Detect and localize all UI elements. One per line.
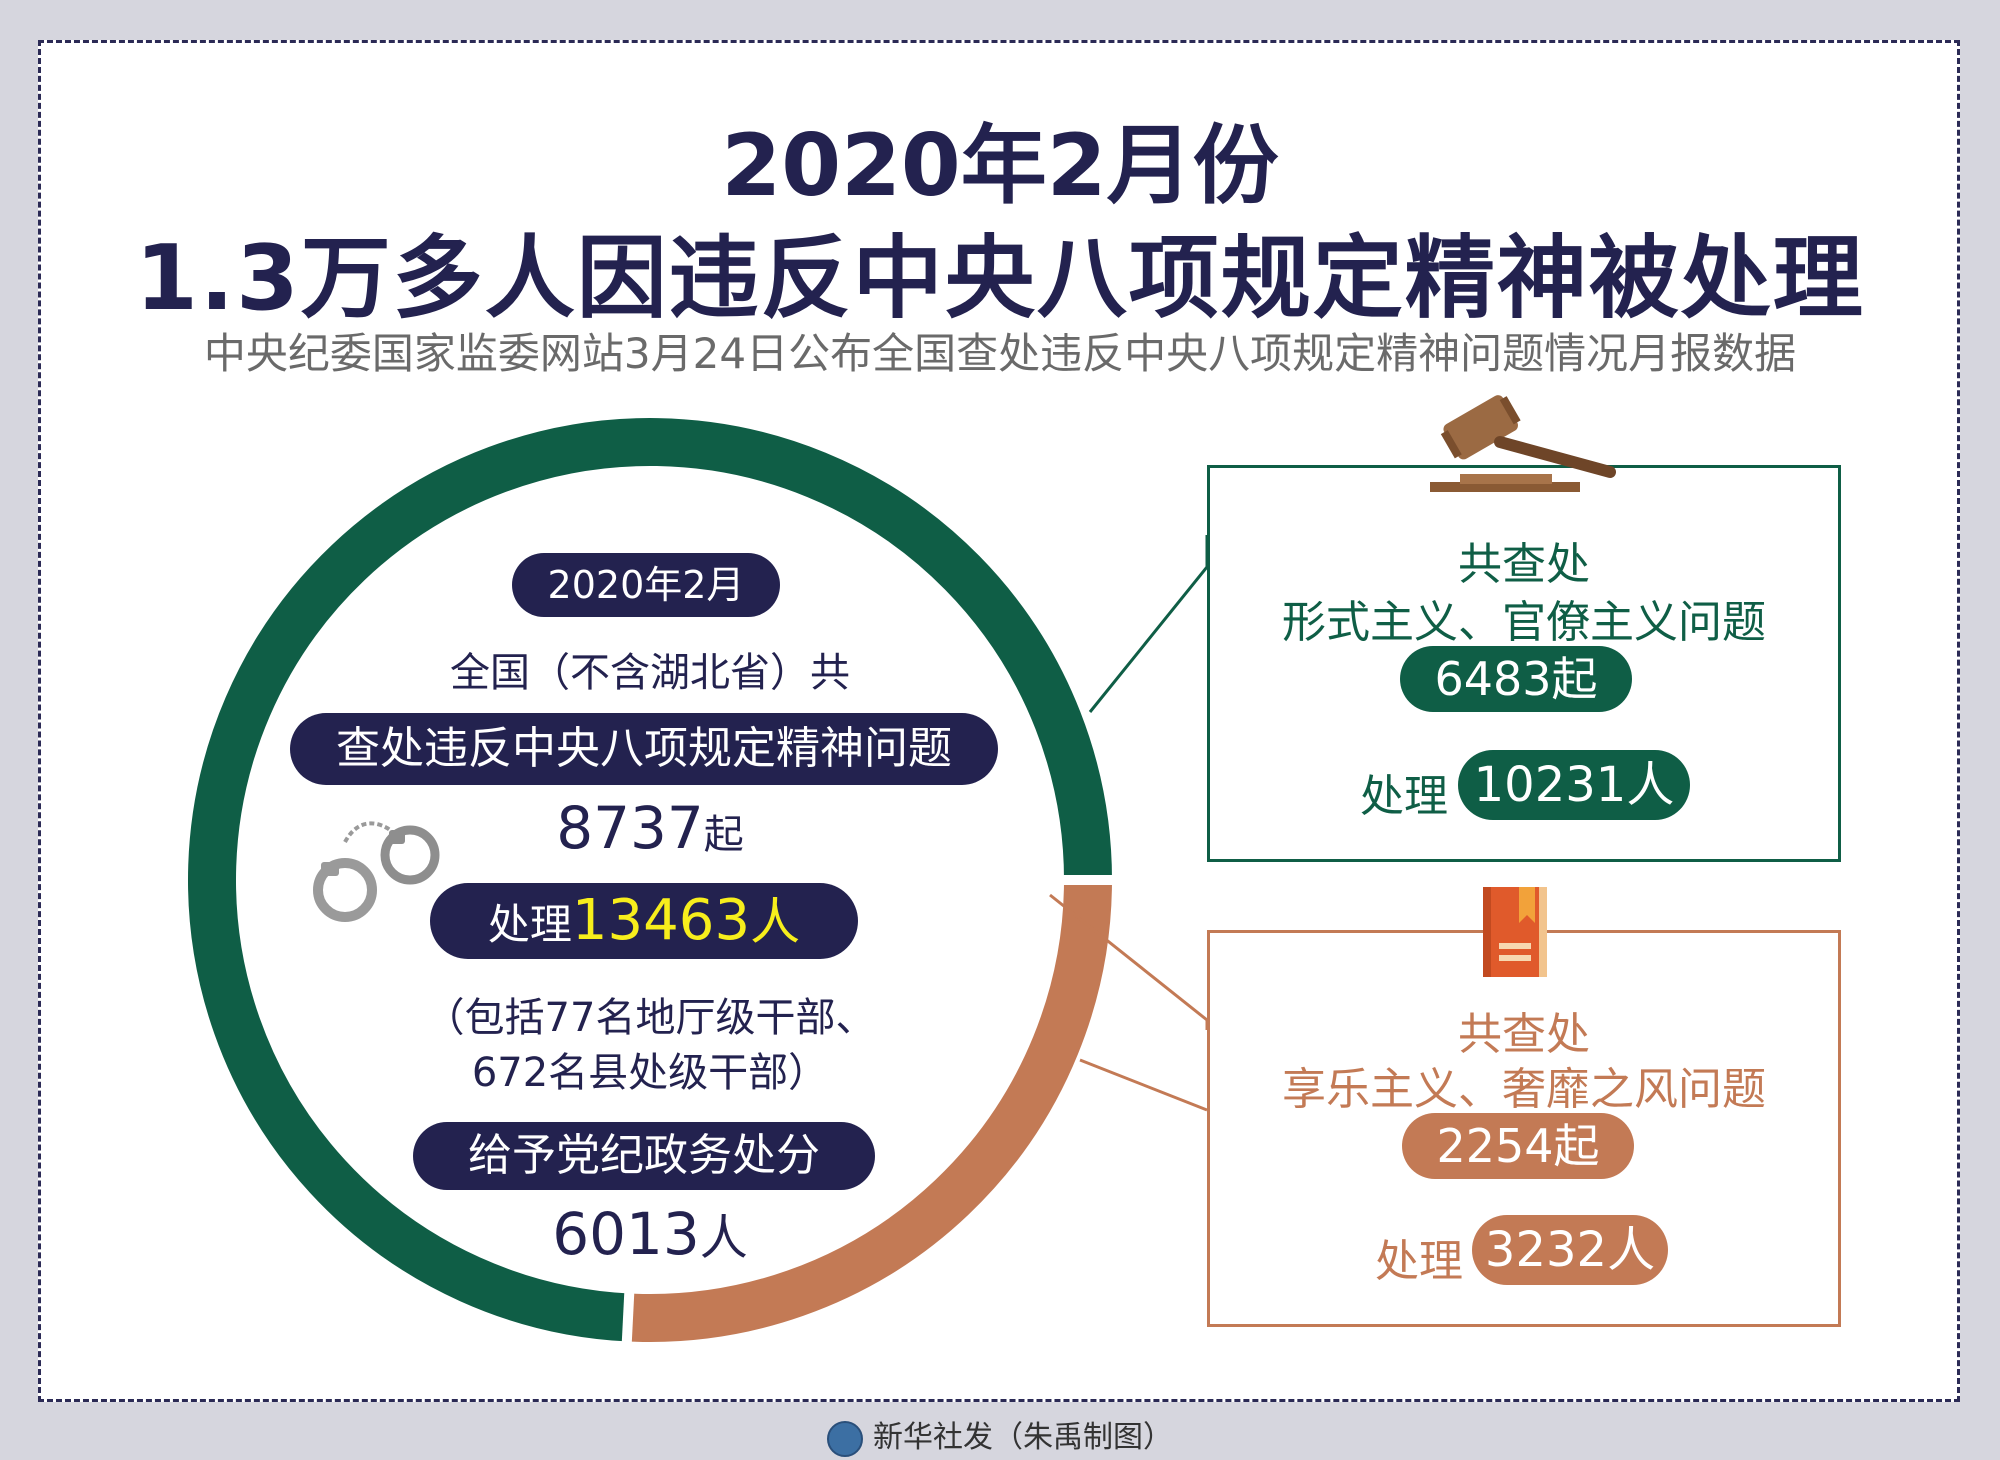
hedonism-handled-pill: 3232人	[1472, 1215, 1668, 1285]
connector-green	[1088, 535, 1209, 713]
discipline-pill: 给予党纪政务处分	[413, 1122, 875, 1190]
handled-unit: 人	[750, 893, 801, 951]
formalism-box: 共查处 形式主义、官僚主义问题 6483起 处理 10231人	[1207, 465, 1841, 862]
page-title-line2: 1.3万多人因违反中央八项规定精神被处理	[135, 226, 1865, 331]
hedonism-cases-pill: 2254起	[1402, 1113, 1634, 1179]
gavel-icon	[1430, 395, 1616, 492]
discipline-unit: 人	[699, 1210, 748, 1266]
handled-label: 处理	[487, 900, 572, 949]
hedonism-line1: 共查处	[1458, 1009, 1590, 1060]
donut-gap-1	[621, 1291, 635, 1344]
detail-line2: 672名县处级干部）	[471, 1050, 829, 1096]
formalism-line2: 形式主义、官僚主义问题	[1282, 597, 1766, 648]
problems-unit: 起	[703, 812, 744, 858]
formalism-handled-pill: 10231人	[1458, 750, 1690, 820]
donut-segment-formalism	[188, 418, 1112, 1342]
donut-segment-hedonism	[626, 879, 1112, 1342]
scope-text: 全国（不含湖北省）共	[450, 650, 850, 696]
handcuffs-icon	[313, 821, 440, 922]
formalism-line1: 共查处	[1458, 539, 1590, 590]
problems-pill: 查处违反中央八项规定精神问题	[290, 713, 998, 785]
page-title-line1: 2020年2月份	[721, 116, 1279, 216]
book-icon	[1483, 887, 1547, 977]
hedonism-handled-label: 处理	[1375, 1236, 1463, 1287]
discipline-count: 6013	[552, 1200, 700, 1268]
page-subtitle: 中央纪委国家监委网站3月24日公布全国查处违反中央八项规定精神问题情况月报数据	[203, 329, 1797, 378]
hedonism-line2: 享乐主义、奢靡之风问题	[1282, 1064, 1766, 1115]
hedonism-box: 共查处 享乐主义、奢靡之风问题 2254起 处理 3232人	[1207, 930, 1841, 1327]
detail-line1: （包括77名地厅级干部、	[424, 995, 876, 1041]
xinhua-logo-icon	[827, 1420, 863, 1457]
formalism-handled-label: 处理	[1360, 771, 1448, 822]
footer-credit: 新华社发（朱禹制图）	[873, 1420, 1173, 1455]
footer-credit-line: 新华社发（朱禹制图）	[0, 1412, 2000, 1457]
period-pill: 2020年2月	[512, 553, 780, 617]
problems-count-line: 8737起	[440, 794, 860, 862]
discipline-count-line: 6013人	[440, 1198, 860, 1268]
handled-count: 13463	[571, 888, 751, 953]
handled-pill: 处理13463人	[430, 883, 858, 959]
formalism-cases-pill: 6483起	[1400, 646, 1632, 712]
problems-count: 8737	[556, 794, 704, 862]
connector-orange-lower	[1079, 1058, 1208, 1112]
